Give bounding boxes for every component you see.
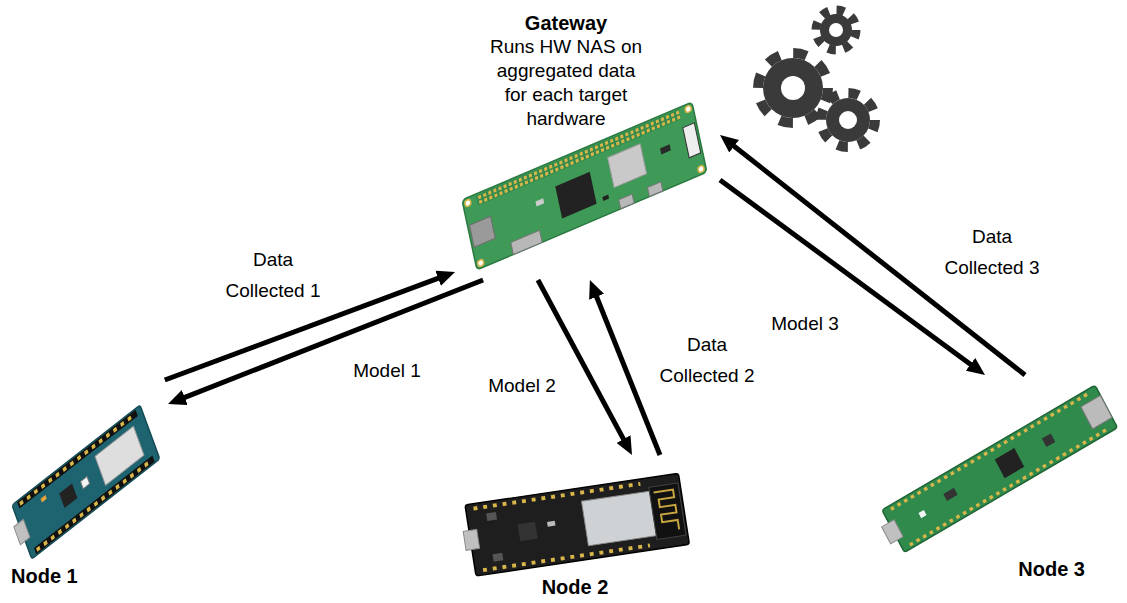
teensy-board	[882, 385, 1118, 552]
node-title: Node 1	[11, 564, 78, 588]
gateway-board	[608, 144, 647, 188]
teensy-board	[919, 510, 927, 518]
arduino-board	[59, 484, 77, 508]
node-title: Gateway	[525, 11, 607, 35]
node-title: Node 2	[542, 575, 609, 599]
gateway-board	[660, 144, 671, 154]
teensy-board	[910, 428, 1109, 544]
esp32-board	[547, 521, 555, 527]
arduino-board	[41, 495, 47, 502]
gateway-board	[685, 105, 692, 113]
gateway-board	[464, 199, 471, 207]
node-description: Runs HW NAS on aggregated data for each …	[486, 35, 646, 131]
gear-icon	[816, 10, 856, 50]
arduino-board	[34, 456, 155, 555]
edge-label: Model 2	[486, 370, 558, 401]
gateway-board	[477, 259, 484, 267]
gateway-board	[647, 182, 662, 197]
edge-label: Data Collected 1	[211, 244, 335, 306]
arduino-board	[95, 426, 144, 485]
teensy-board	[943, 488, 957, 501]
esp32-board	[654, 490, 680, 533]
esp32-board	[518, 522, 538, 542]
teensy-board	[1081, 395, 1112, 429]
esp32-board	[486, 512, 497, 521]
gateway-board	[469, 216, 495, 247]
gateway-board	[511, 230, 542, 254]
gear-icon	[763, 58, 823, 118]
gateway-board	[535, 198, 544, 206]
teensy-board	[882, 520, 903, 544]
gear-icon	[781, 76, 805, 100]
arduino-board	[81, 477, 90, 489]
arduino-board	[37, 460, 152, 550]
flow-arrow	[538, 280, 625, 443]
teensy-board	[875, 385, 1118, 556]
arduino-board	[12, 405, 160, 559]
esp32-board	[649, 483, 686, 539]
device-node: Node 1	[8, 380, 168, 595]
node-title: Node 3	[1018, 557, 1085, 581]
device-node: GatewayRuns HW NAS on aggregated data fo…	[455, 5, 720, 280]
arduino-board	[7, 405, 160, 563]
gear-icon	[820, 14, 852, 46]
esp32-board	[465, 473, 689, 576]
gateway-board	[602, 194, 609, 200]
gear-icon	[839, 111, 857, 129]
gear-icon	[829, 23, 843, 37]
teensy-board	[995, 448, 1024, 478]
esp32-board	[483, 545, 650, 570]
esp32-board	[492, 553, 503, 562]
edge-label: Model 1	[351, 355, 423, 386]
device-node: Node 2	[455, 455, 695, 601]
teensy-board	[1042, 433, 1055, 447]
gateway-board	[683, 123, 701, 158]
edge-label: Model 3	[769, 308, 841, 339]
esp32-board	[582, 491, 657, 546]
edge-label: Data Collected 2	[645, 329, 769, 391]
teensy-board	[891, 393, 1090, 509]
gear-icon	[821, 93, 875, 147]
device-node: Node 3	[870, 375, 1120, 585]
gateway-board	[698, 165, 705, 173]
gateway-board	[555, 172, 596, 219]
arduino-board	[14, 519, 30, 545]
edge-label: Data Collected 3	[930, 221, 1054, 283]
esp32-board	[463, 529, 480, 550]
gear-icon	[758, 10, 875, 147]
gateway-board	[619, 194, 634, 209]
gear-icon	[826, 98, 870, 142]
esp32-board	[459, 473, 689, 577]
